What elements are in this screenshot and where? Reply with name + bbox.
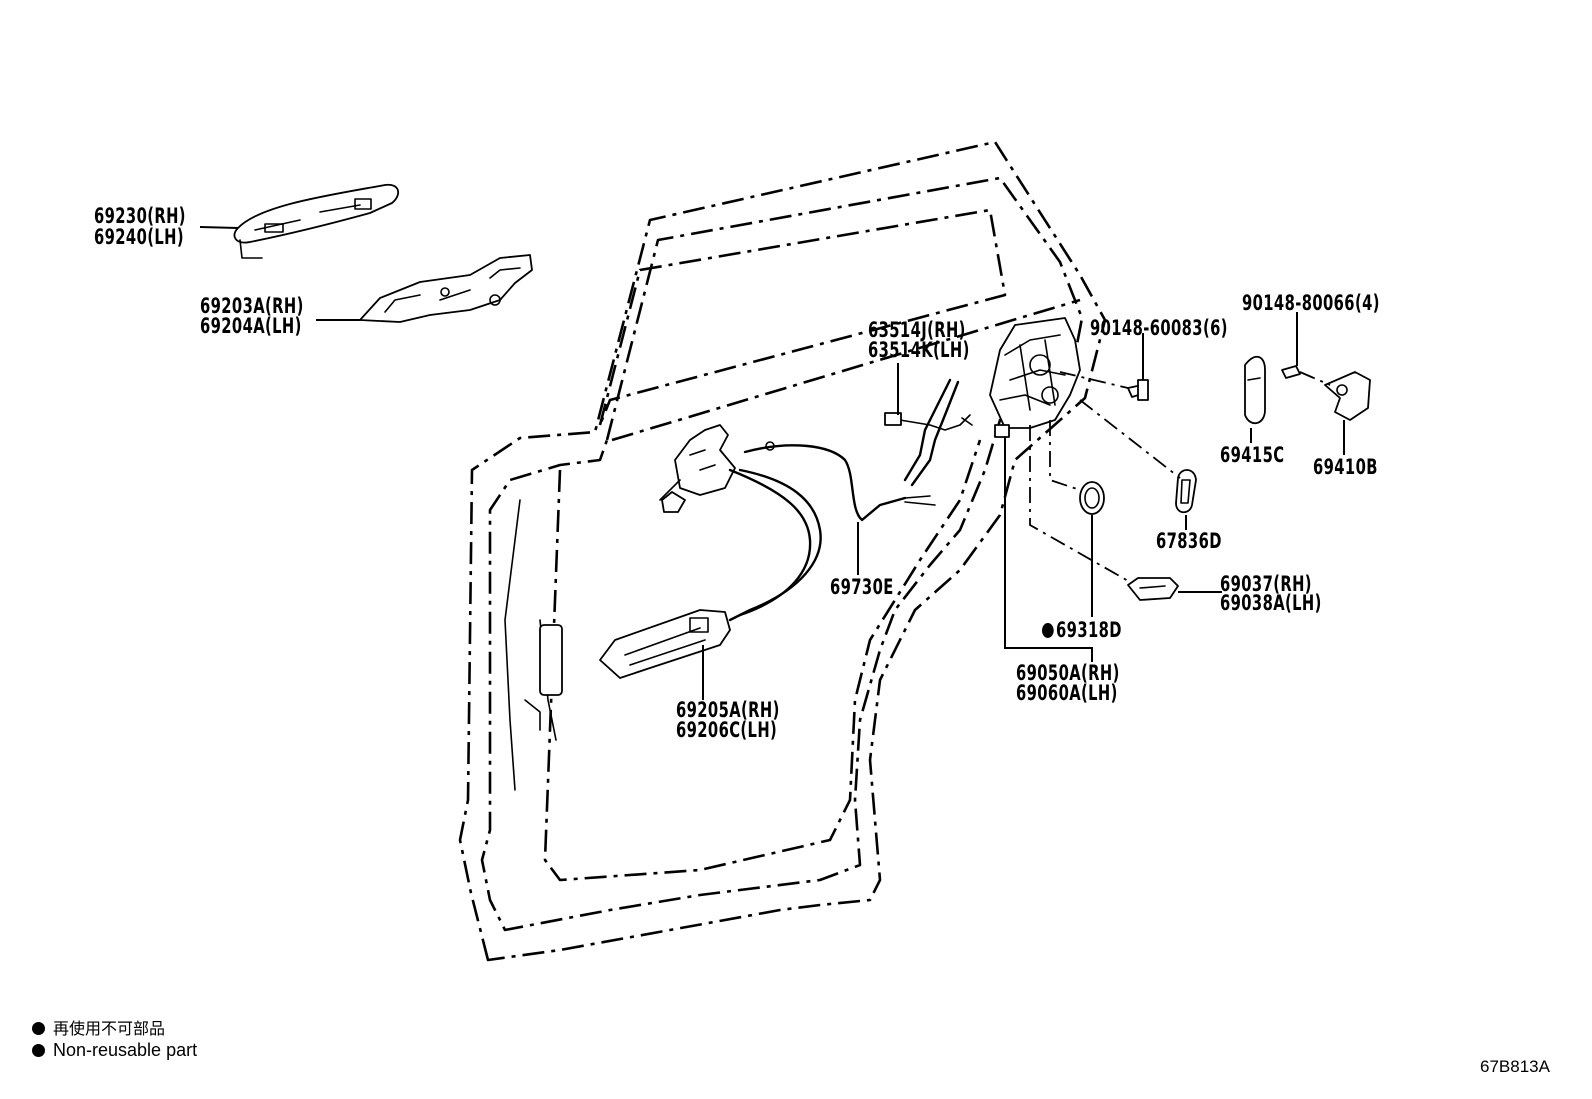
label-wire-harness-lh: 63514K(LH) (868, 338, 970, 362)
label-inside-handle-rh: 69205A(RH) (676, 698, 780, 722)
leader-lines (199, 226, 1345, 700)
legend-jp: 再使用不可部品 (32, 1015, 165, 1039)
inside-handle (599, 609, 731, 679)
label-outside-handle-lh: 69240(LH) (94, 225, 184, 249)
door-outline (458, 140, 1107, 962)
label-lock-screw: 90148-60083(6) (1090, 316, 1228, 340)
seal-ring (1079, 481, 1105, 515)
non-reusable-marker (1042, 623, 1054, 638)
label-striker-cover: 69415C (1220, 443, 1285, 467)
lock-screw (1127, 379, 1149, 401)
label-link-rh: 69037(RH) (1220, 572, 1312, 596)
label-lock-cable: 69730E (830, 575, 894, 599)
label-lock-assy-rh: 69050A(RH) (1016, 661, 1120, 685)
label-striker: 69410B (1313, 455, 1378, 479)
label-link-lh: 69038A(LH) (1220, 591, 1322, 615)
label-grommet: 67836D (1156, 529, 1222, 553)
legend-jp-text: 再使用不可部品 (53, 1019, 166, 1038)
assembly-guides (1029, 371, 1331, 583)
link-rod (1127, 577, 1179, 601)
label-seal-text: 69318D (1056, 618, 1122, 642)
latch-mechanism (659, 424, 736, 513)
label-striker-screw: 90148-80066(4) (1242, 291, 1380, 315)
diagram-code: 67B813A (1480, 1057, 1550, 1076)
label-outside-handle-rh: 69230(RH) (94, 204, 186, 228)
label-lock-assy-lh: 69060A(LH) (1016, 681, 1118, 705)
label-inside-handle-lh: 69206C(LH) (676, 718, 778, 742)
grommet (1175, 469, 1197, 514)
wire-harness (884, 378, 973, 487)
legend-en: Non-reusable part (32, 1040, 197, 1061)
lock-cable (728, 441, 936, 622)
label-wire-harness-rh: 63514J(RH) (868, 318, 966, 342)
handle-frame (359, 254, 533, 323)
legend-dot-en (32, 1044, 45, 1057)
legend-dot-jp (32, 1022, 45, 1035)
label-handle-frame-lh: 69204A(LH) (200, 314, 302, 338)
outside-handle (233, 183, 400, 259)
legend-en-text: Non-reusable part (53, 1040, 198, 1060)
door-inner-panel (504, 499, 563, 791)
label-seal: 69318D (1042, 620, 1122, 641)
striker-cover (1244, 356, 1266, 424)
label-handle-frame-rh: 69203A(RH) (200, 294, 304, 318)
door-lock-assembly (989, 317, 1081, 438)
striker (1281, 365, 1371, 421)
